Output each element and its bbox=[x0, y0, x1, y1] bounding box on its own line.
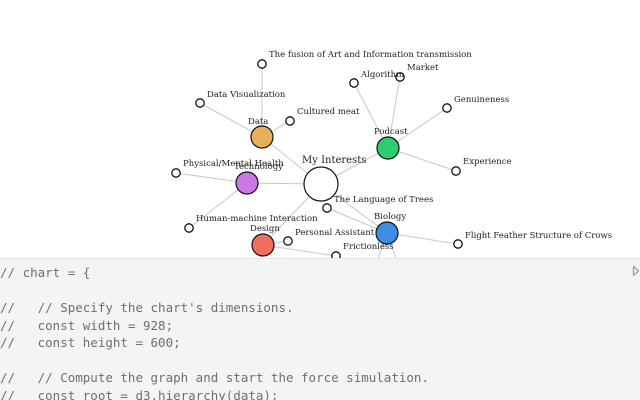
label-hmi: Human-machine Interaction bbox=[196, 214, 318, 224]
code-line bbox=[0, 282, 640, 300]
node-physical[interactable] bbox=[171, 168, 181, 178]
link-podcast-experience bbox=[387, 147, 457, 172]
force-directed-graph: My Interests DataPodcastTechnologyBiology… bbox=[171, 50, 612, 258]
label-data: Data bbox=[248, 117, 268, 127]
label-frictionless: Frictionless bbox=[343, 242, 394, 252]
code-line: // // Compute the graph and start the fo… bbox=[0, 370, 429, 385]
label-assistant: Personal Assistant bbox=[295, 228, 375, 238]
link-podcast-algorithm bbox=[353, 82, 389, 149]
label-physical: Physical/Mental Health bbox=[183, 159, 284, 169]
code-line: // // Specify the chart's dimensions. bbox=[0, 300, 294, 315]
node-dataviz[interactable] bbox=[195, 98, 205, 108]
node-podcast[interactable] bbox=[376, 136, 400, 160]
node-hmi[interactable] bbox=[184, 223, 194, 233]
graph-links bbox=[175, 64, 459, 258]
link-technology-physical bbox=[175, 172, 248, 184]
label-market: Market bbox=[407, 63, 439, 73]
node-cultured[interactable] bbox=[285, 116, 295, 126]
code-line bbox=[0, 352, 640, 370]
code-line: // chart = { bbox=[0, 265, 91, 280]
node-assistant[interactable] bbox=[283, 236, 293, 246]
label-genuineness: Genuineness bbox=[454, 95, 509, 105]
label-technology: Technology bbox=[234, 162, 283, 172]
code-line: // const width = 928; bbox=[0, 317, 174, 333]
node-fusion[interactable] bbox=[257, 59, 267, 69]
code-cell[interactable]: // chart = { // // Specify the chart's di… bbox=[0, 258, 640, 400]
node-experience[interactable] bbox=[451, 166, 461, 176]
code-line: // const root = d3.hierarchy(data); bbox=[0, 387, 279, 400]
node-feather[interactable] bbox=[453, 239, 463, 249]
label-experience: Experience bbox=[463, 157, 512, 167]
node-algorithm[interactable] bbox=[349, 78, 359, 88]
node-technology[interactable] bbox=[235, 171, 259, 195]
label-algorithm: Algorithm bbox=[360, 70, 404, 80]
code-lines: // chart = { // // Specify the chart's di… bbox=[0, 259, 640, 400]
label-fusion: The fusion of Art and Information transm… bbox=[269, 50, 472, 60]
label-cultured: Cultured meat bbox=[297, 107, 360, 117]
link-podcast-genuineness bbox=[387, 107, 448, 149]
node-root[interactable] bbox=[303, 166, 339, 202]
expand-cell-icon[interactable] bbox=[632, 265, 640, 277]
link-design-frictionless bbox=[262, 244, 337, 257]
label-feather: Flight Feather Structure of Crows bbox=[465, 231, 612, 241]
node-trees[interactable] bbox=[322, 203, 332, 213]
node-frictionless[interactable] bbox=[331, 251, 341, 258]
code-line: // const height = 600; bbox=[0, 335, 181, 350]
label-design: Design bbox=[250, 224, 280, 234]
node-genuineness[interactable] bbox=[442, 103, 452, 113]
node-market[interactable] bbox=[395, 72, 405, 82]
node-biology[interactable] bbox=[375, 221, 399, 245]
node-design[interactable] bbox=[251, 233, 275, 257]
label-root: My Interests bbox=[302, 155, 366, 166]
link-technology-hmi bbox=[188, 182, 248, 229]
link-data-dataviz bbox=[199, 102, 263, 138]
link-podcast-market bbox=[387, 76, 401, 149]
label-podcast: Podcast bbox=[374, 127, 408, 137]
label-biology: Biology bbox=[374, 212, 406, 222]
graph-nodes bbox=[171, 59, 463, 258]
label-trees: The Language of Trees bbox=[334, 195, 433, 205]
link-biology-feather bbox=[386, 232, 459, 245]
node-data[interactable] bbox=[250, 125, 274, 149]
graph-labels: My Interests DataPodcastTechnologyBiology… bbox=[183, 50, 612, 252]
label-dataviz: Data Visualization bbox=[207, 90, 286, 100]
